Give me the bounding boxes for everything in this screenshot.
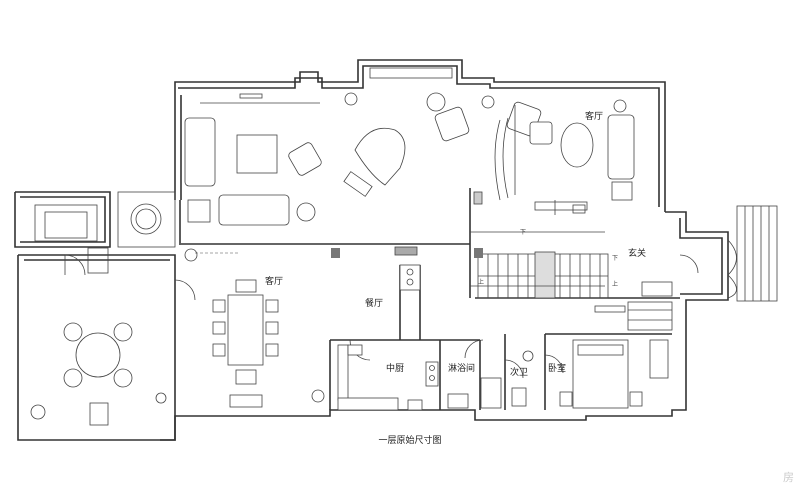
room-label-laundry-bath: 淋浴间 <box>448 364 476 374</box>
column <box>331 248 340 258</box>
bedroom-furniture <box>559 281 673 409</box>
exterior-walls <box>14 59 729 441</box>
column <box>394 246 418 256</box>
plant-icons <box>30 92 495 420</box>
stair-mark-down-2: 下 <box>612 255 618 262</box>
watermark: 房 <box>783 471 794 484</box>
room-label-living-left: 客厅 <box>265 277 284 287</box>
room-label-living-right: 客厅 <box>585 112 604 122</box>
living-room-right-furniture <box>494 99 635 201</box>
column <box>473 191 483 205</box>
room-label-bedroom: 卧室 <box>548 364 567 374</box>
room-label-guest-wc: 次卫 <box>510 368 529 378</box>
interior-walls: 下 上 下 上 <box>64 188 778 410</box>
living-room-left-furniture <box>184 93 322 226</box>
round-table-set <box>63 322 133 388</box>
stair-mark-up-1: 上 <box>478 278 484 286</box>
piano-area <box>343 67 470 197</box>
stair-mark-down-1: 下 <box>520 229 526 236</box>
stair-mark-up-2: 上 <box>612 280 618 288</box>
room-label-entrance: 玄关 <box>628 249 647 259</box>
column <box>474 248 483 258</box>
staircase: 下 上 下 上 <box>470 229 618 299</box>
dining-table-set <box>195 252 279 408</box>
room-label-dining: 餐厅 <box>365 299 384 309</box>
room-label-chinese-kitchen: 中厨 <box>386 364 405 374</box>
entrance-steps <box>727 205 778 302</box>
kitchen-fixtures <box>337 264 534 411</box>
plan-caption: 一层原始尺寸图 <box>378 436 442 446</box>
